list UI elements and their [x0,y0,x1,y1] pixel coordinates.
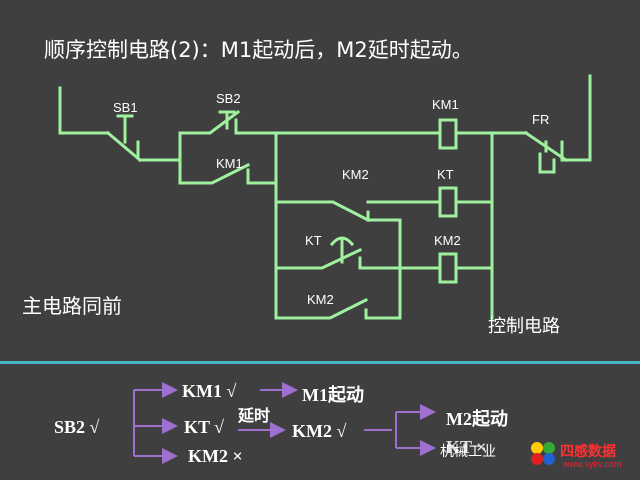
seq-kt-off: KT × [446,437,487,457]
section-divider [0,361,640,364]
km2-hold-label: KM2 [307,292,334,307]
km2-aux-contact [274,200,402,270]
fr-mechanism [538,140,556,174]
sequence-arrows [133,382,436,464]
watermark-brand: 四感数据 [560,444,616,460]
kt-timer-arc [329,236,355,264]
km2-contact-label: KM2 [342,167,369,182]
fr-label: FR [532,112,550,127]
kt-coil [438,186,458,218]
seq-m1: M1起动 [302,385,364,405]
sb1-label: SB1 [113,100,138,115]
seq-km2-on: KM2 √ [292,421,347,441]
slide-title: 顺序控制电路(2)：M1起动后，M2延时起动。 [44,38,473,62]
km1-contact-label: KM1 [216,156,243,171]
sb1-button [116,114,134,144]
sb2-contact [178,109,278,135]
km2-hold-contact [274,266,402,320]
control-circuit-diagram [58,74,592,320]
km2-coil-label: KM2 [434,233,461,248]
sb2-label: SB2 [216,91,241,106]
seq-start: SB2 √ [54,417,100,437]
seq-km2-off: KM2 × [188,446,243,466]
watermark-url: www.sykv.com [563,459,622,469]
seq-m2: M2起动 [446,409,508,429]
watermark-logo [531,442,555,465]
watermark-text: 机械工业 [440,444,496,460]
left-rail [58,86,110,135]
seq-delay: 延时 [238,408,271,425]
seq-km1-on: KM1 √ [182,381,237,401]
kt-contact-label: KT [305,233,322,248]
sb1-contact [105,130,182,163]
kt-timed-contact [274,248,494,270]
control-circuit-note: 控制电路 [488,316,560,337]
kt-coil-label: KT [437,167,454,182]
km2-coil [438,252,458,284]
main-circuit-note: 主电路同前 [22,294,122,318]
km1-coil-label: KM1 [432,97,459,112]
seq-kt-on: KT √ [184,417,225,437]
sb2-button [218,110,236,130]
km1-coil [438,118,458,150]
